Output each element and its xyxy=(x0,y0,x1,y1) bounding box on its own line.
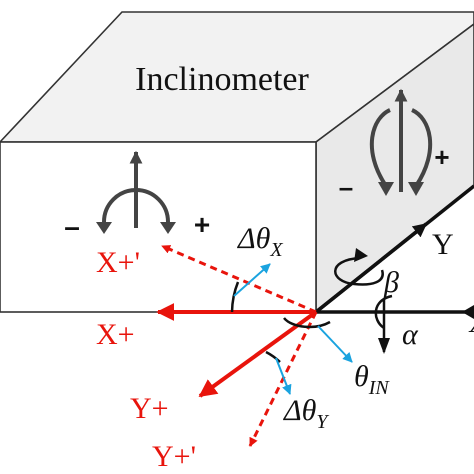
delta-theta-y-label: ΔθY xyxy=(283,394,329,433)
front-plus-sign: + xyxy=(194,209,210,240)
x-edge-label: X xyxy=(468,308,474,339)
x-plus-prime-arrow xyxy=(161,244,317,314)
delta-theta-x-label: ΔθX xyxy=(237,222,283,261)
alpha-label: α xyxy=(402,318,419,351)
side-minus-sign: – xyxy=(339,172,353,202)
box-front-face xyxy=(0,141,317,313)
theta-in-label: θIN xyxy=(354,360,390,399)
side-plus-sign: + xyxy=(434,142,449,172)
side-rotation-symbol xyxy=(369,88,433,196)
beta-label: β xyxy=(383,266,399,299)
delta-theta-y-pointer xyxy=(275,357,292,395)
title: Inclinometer xyxy=(135,61,309,98)
y-plus-prime-arrow xyxy=(248,311,318,447)
y-plus-label: Y+ xyxy=(130,392,169,425)
theta-in-arc xyxy=(283,317,331,329)
delta-theta-x-pointer xyxy=(233,263,271,297)
y-label: Y xyxy=(432,228,454,261)
theta-in-pointer xyxy=(317,325,353,363)
y-plus-prime-label: Y+' xyxy=(152,440,196,473)
x-plus-label: X+ xyxy=(96,318,135,351)
y-axis-arrow xyxy=(314,222,428,314)
delta-theta-x-arc xyxy=(230,281,240,313)
front-minus-sign: – xyxy=(64,211,80,242)
alpha-rotation-arc xyxy=(374,294,393,330)
x-plus-prime-label: X+' xyxy=(96,246,140,279)
alpha-rotation-arrowhead xyxy=(378,338,390,354)
horizontal-axis-arrowhead xyxy=(462,305,474,319)
delta-theta-y-arc xyxy=(265,350,281,363)
front-rotation-symbol xyxy=(96,150,176,234)
beta-rotation-arrowhead xyxy=(354,248,368,262)
beta-rotation-arc xyxy=(334,256,384,286)
